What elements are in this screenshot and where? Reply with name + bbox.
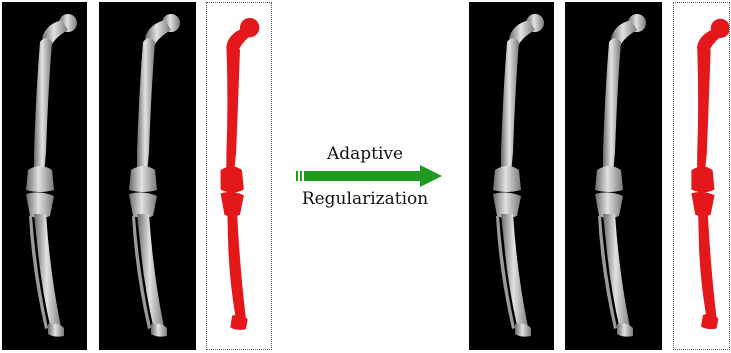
bone-image <box>99 2 196 350</box>
segmentation-before <box>206 2 272 350</box>
bone-segmentation <box>674 3 729 349</box>
segmentation-after <box>673 2 730 350</box>
bone-image <box>565 2 662 350</box>
bone-image <box>2 2 87 350</box>
xray-before-1 <box>2 2 87 350</box>
xray-after-2 <box>565 2 662 350</box>
bone-segmentation <box>207 3 271 349</box>
arrow-label-line2: Regularization <box>300 189 430 209</box>
arrow-label-line1: Adaptive <box>300 144 430 164</box>
xray-after-1 <box>469 2 554 350</box>
bone-image <box>469 2 554 350</box>
xray-before-2 <box>99 2 196 350</box>
right-arrow-icon <box>296 165 442 187</box>
